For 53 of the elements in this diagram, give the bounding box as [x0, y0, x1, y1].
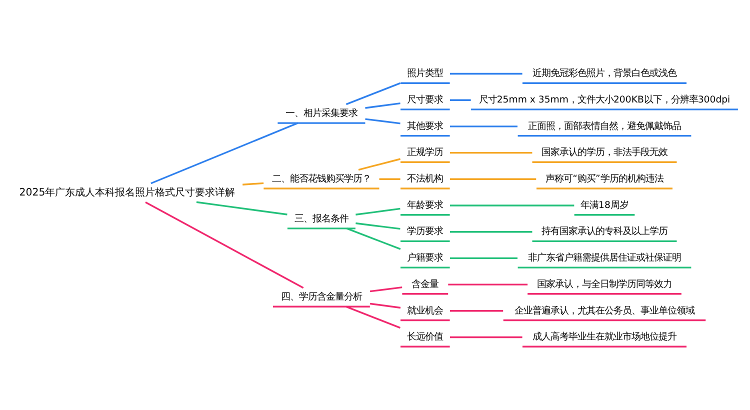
node-text: 不法机构: [407, 173, 444, 184]
connector: [150, 122, 298, 184]
connector: [450, 310, 504, 312]
node-text: 持有国家承认的专科及以上学历: [542, 226, 668, 237]
node-text: 2025年广东成人本科报名照片格式尺寸要求详解: [19, 186, 236, 198]
connector: [346, 305, 400, 328]
connector: [365, 118, 400, 124]
connector: [196, 200, 288, 215]
node-text: 其他要求: [407, 120, 444, 132]
node-text: 学历要求: [407, 226, 444, 237]
node-text: 长远价值: [407, 331, 444, 342]
connector: [450, 204, 574, 206]
node-text: 正规学历: [407, 146, 444, 158]
connector: [145, 200, 304, 288]
node-text: 正面照，面部表情自然，避免佩戴饰品: [528, 120, 681, 132]
node-text: 户籍要求: [407, 252, 444, 264]
connector: [450, 151, 532, 154]
node-text: 年龄要求: [407, 199, 444, 210]
connector: [450, 178, 536, 180]
node-text: 国家承认的学历，非法手段无效: [542, 146, 668, 158]
connector: [370, 302, 401, 308]
node-text: 成人高考毕业生在就业市场地位提升: [532, 331, 676, 342]
connector: [365, 102, 400, 108]
connector: [356, 207, 400, 215]
connector: [450, 72, 522, 74]
connector: [448, 283, 528, 285]
node-text: 声称可“购买”学历的机构违法: [546, 173, 664, 184]
connector: [346, 82, 400, 105]
node-text: 照片类型: [407, 68, 444, 79]
node-text: 一、相片采集要求: [285, 108, 358, 119]
node-text: 尺寸25mm x 35mm，文件大小200KB以下，分辨率300dpi: [478, 94, 730, 105]
node-text: 国家承认，与全日制学历同等效力: [537, 278, 672, 290]
connector: [356, 222, 400, 230]
node-text: 二、能否花钱购买学历？: [272, 173, 371, 184]
node-text: 企业普遍承认，尤其在公务员、事业单位领域: [514, 304, 694, 316]
connector: [370, 286, 402, 292]
node-text: 四、学历含金量分析: [280, 291, 362, 302]
connector: [450, 230, 532, 232]
connector: [450, 125, 518, 127]
connector: [346, 227, 401, 250]
connector: [358, 158, 400, 170]
connector: [450, 256, 518, 259]
connector: [450, 336, 522, 338]
node-text: 三、报名条件: [294, 212, 348, 224]
node-text: 非广东省户籍需提供居住证或社保证明: [528, 252, 681, 264]
connector: [242, 182, 264, 185]
connector: [379, 178, 400, 180]
node-text: 就业机会: [407, 304, 444, 316]
node-text: 近期免冠彩色照片，背景白色或浅色: [532, 68, 676, 79]
node-text: 含金量: [412, 278, 439, 290]
node-text: 尺寸要求: [407, 94, 444, 105]
connector: [450, 98, 471, 100]
node-text: 年满18周岁: [580, 199, 628, 210]
